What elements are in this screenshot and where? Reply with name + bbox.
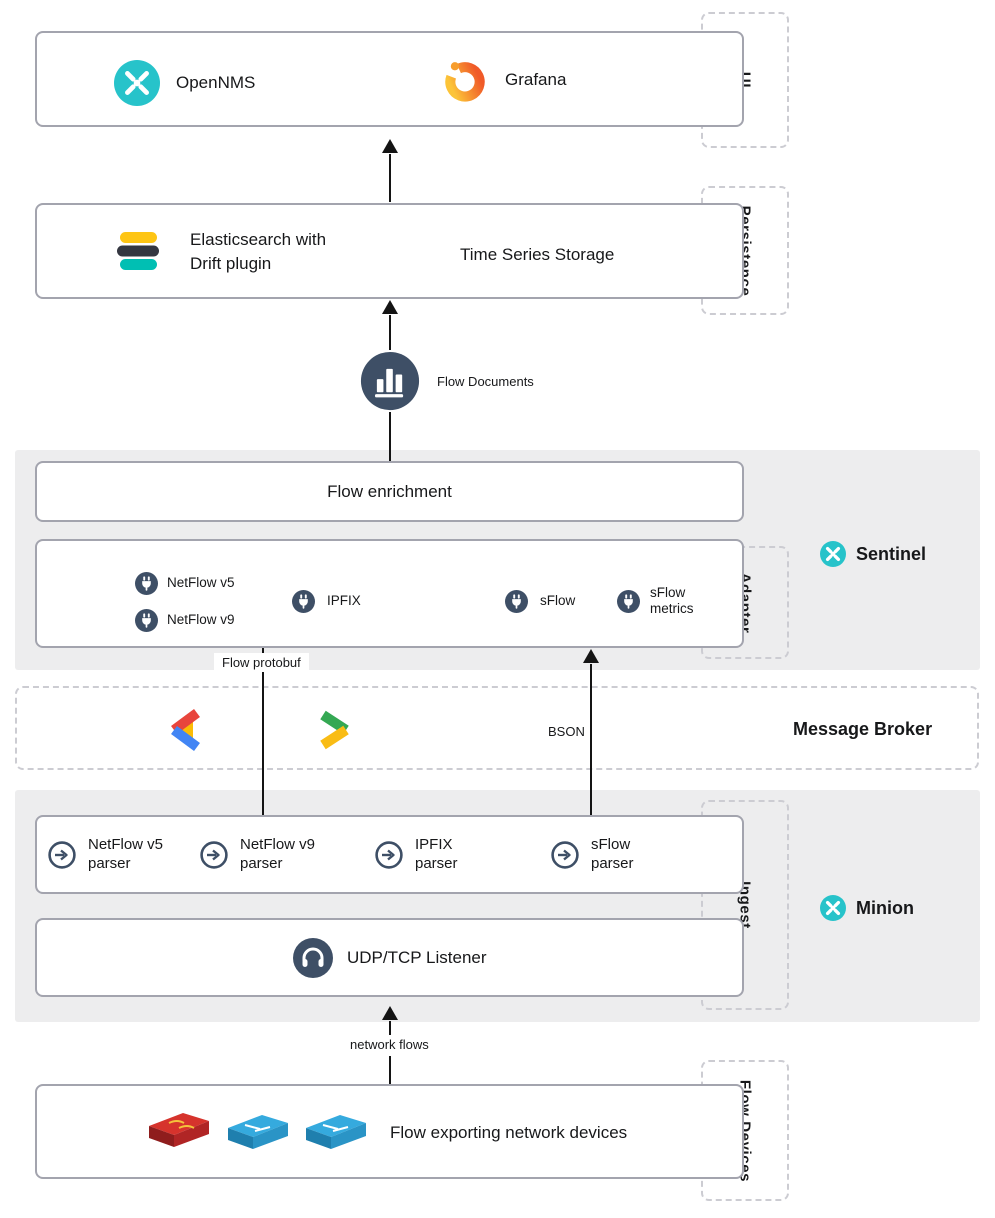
parser-label: NetFlow v9 parser: [240, 836, 316, 872]
adapter-label: sFlow: [540, 593, 576, 609]
bson-label: BSON: [548, 724, 585, 739]
arrow-network-flows: [382, 1006, 398, 1020]
message-broker-name: Message Broker: [793, 719, 933, 739]
adapter-sflow: sFlow: [505, 590, 575, 613]
grafana-logo: [443, 58, 487, 102]
opennms-logo: [114, 60, 160, 106]
chevron-right-logo: [315, 709, 357, 751]
plug-icon: [292, 590, 315, 613]
parser-label: IPFIX parser: [415, 836, 458, 872]
parser-label: NetFlow v5 parser: [88, 836, 164, 872]
parser-arrow-icon: [375, 841, 403, 869]
adapter-label: NetFlow v5: [167, 575, 235, 591]
grafana-label: Grafana: [505, 70, 567, 89]
time-series-storage-label: Time Series Storage: [460, 245, 615, 264]
switch-icon: [220, 1108, 294, 1158]
sentinel-title: Sentinel: [820, 541, 926, 567]
line-flowdocs-to-persistence: [389, 315, 391, 350]
opennms-label: OpenNMS: [176, 73, 256, 92]
adapter-sflow-metrics: sFlow metrics: [617, 585, 704, 617]
adapter-netflow-v9: NetFlow v9: [135, 609, 235, 632]
plug-icon: [505, 590, 528, 613]
parser-arrow-icon: [48, 841, 76, 869]
plug-icon: [135, 609, 158, 632]
arrow-flowdocs-to-persistence: [382, 300, 398, 314]
parser-sflow: sFlow parser: [551, 836, 651, 874]
udp-tcp-listener-item: UDP/TCP Listener: [293, 938, 487, 978]
parser-arrow-icon: [551, 841, 579, 869]
grafana-item: Grafana: [443, 58, 566, 102]
switch-icon: [298, 1108, 372, 1158]
flow-enrichment-box: Flow enrichment: [35, 461, 744, 522]
router-icon: [141, 1106, 215, 1156]
elasticsearch-label: Elasticsearch with Drift plugin: [190, 230, 327, 273]
minion-name: Minion: [856, 897, 914, 918]
flow-protobuf-label: Flow protobuf: [214, 653, 309, 672]
adapter-ipfix: IPFIX: [292, 590, 361, 613]
flow-enrichment-label: Flow enrichment: [327, 482, 452, 501]
line-network-flows-upper: [389, 1021, 391, 1035]
flow-documents-label: Flow Documents: [437, 374, 534, 389]
headphones-icon: [293, 938, 333, 978]
sentinel-name: Sentinel: [856, 543, 927, 564]
persistence-box: [35, 203, 744, 299]
line-network-flows-lower: [389, 1056, 391, 1084]
line-flow-protobuf: [262, 648, 264, 815]
elasticsearch-item: Elasticsearch with Drift plugin: [112, 225, 328, 277]
line-enrichment-to-flowdocs: [389, 412, 391, 461]
adapter-netflow-v5: NetFlow v5: [135, 572, 235, 595]
chevron-left-logo: [161, 706, 209, 754]
plug-icon: [135, 572, 158, 595]
ingest-layer-label: Ingest: [736, 881, 754, 929]
plug-icon: [617, 589, 640, 613]
line-bson: [590, 664, 592, 815]
flow-devices-label: Flow exporting network devices: [390, 1123, 628, 1142]
network-flows-label: network flows: [342, 1035, 437, 1054]
adapter-label: NetFlow v9: [167, 612, 235, 628]
adapter-label: sFlow metrics: [650, 585, 694, 617]
opennms-item: OpenNMS: [114, 60, 255, 106]
arrow-bson-to-adapter: [583, 649, 599, 663]
bar-chart-icon: [360, 351, 420, 411]
udp-tcp-listener-label: UDP/TCP Listener: [347, 948, 487, 967]
line-persistence-to-ui: [389, 154, 391, 202]
ingest-layer-outline: Ingest: [701, 800, 789, 1010]
parser-arrow-icon: [200, 841, 228, 869]
opennms-mark: [820, 541, 846, 567]
parser-netflow-v5: NetFlow v5 parser: [48, 836, 176, 874]
udp-tcp-listener-box: [35, 918, 744, 997]
arrow-persistence-to-ui: [382, 139, 398, 153]
elasticsearch-logo: [112, 225, 164, 277]
parser-ipfix: IPFIX parser: [375, 836, 475, 874]
adapter-label: IPFIX: [327, 593, 361, 609]
message-broker-band: [15, 686, 979, 770]
parser-label: sFlow parser: [591, 836, 634, 872]
parser-netflow-v9: NetFlow v9 parser: [200, 836, 328, 874]
opennms-mark: [820, 895, 846, 921]
minion-title: Minion: [820, 895, 914, 921]
